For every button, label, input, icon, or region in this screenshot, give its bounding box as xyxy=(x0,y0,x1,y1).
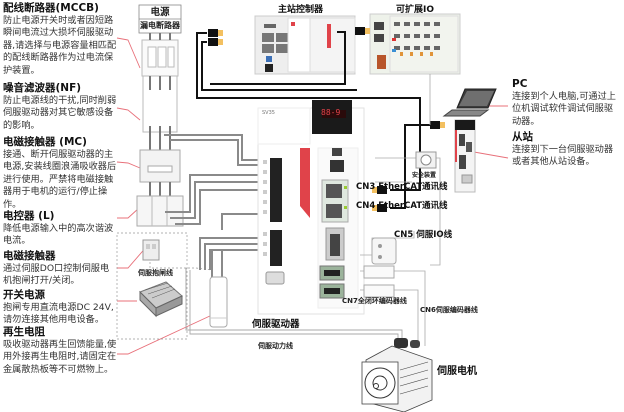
master-controller-device xyxy=(254,15,356,75)
cn6-cable-label: CN6伺服编码器线 xyxy=(420,306,478,314)
note-title: 从站 xyxy=(512,131,533,143)
expandable-io-label: 可扩展IO xyxy=(396,5,434,15)
note-desc: 防止电源开关时或者因短路瞬间电流过大损坏伺服驱动器,请选择与电源容量相匹配的配线… xyxy=(3,15,117,76)
cn5-connector xyxy=(371,237,397,265)
leader-lines xyxy=(116,37,509,355)
cn5-cable-label: CN5 伺服IO线 xyxy=(394,230,453,240)
cable-connectors xyxy=(208,27,445,212)
ethercat-cables xyxy=(196,31,432,209)
master-controller-label: 主站控制器 xyxy=(278,5,324,15)
switching-power-supply xyxy=(139,281,183,318)
cn3-cable-label: CN3 EtherCAT通讯线 xyxy=(356,182,448,192)
power-label: 电源 xyxy=(150,7,170,18)
note-title: 噪音滤波器(NF) xyxy=(3,82,82,94)
note-contactor-mc: 电磁接触器 (MC) 接通、断开伺服驱动器的主电源,安装线圈浪涌吸收器后进行使用… xyxy=(3,136,117,211)
note-pc: PC 连接到个人电脑,可通过上位机调试软件调试伺服驱动器。 xyxy=(512,78,622,128)
note-title: 电磁接触器 xyxy=(3,250,56,262)
cn4-cable-label: CN4 EtherCAT通讯线 xyxy=(356,201,448,211)
servo-motor-device xyxy=(361,338,433,412)
note-desc: 连接到下一台伺服驱动器或者其他从站设备。 xyxy=(512,144,614,168)
note-switching-power: 开关电源 抱闸专用直流电源DC 24V,请勿连接其他用电设备。 xyxy=(3,289,117,327)
note-brake-contactor: 电磁接触器 通过伺服DO口控制伺服电机抱闸打开/关闭。 xyxy=(3,250,117,288)
note-title: 配线断路器(MCCB) xyxy=(3,2,99,14)
note-title: 开关电源 xyxy=(3,289,45,301)
note-slave: 从站 连接到下一台伺服驱动器或者其他从站设备。 xyxy=(512,131,622,169)
servo-driver-body xyxy=(257,100,365,315)
note-title: 电磁接触器 (MC) xyxy=(3,136,87,148)
note-desc: 抱闸专用直流电源DC 24V,请勿连接其他用电设备。 xyxy=(3,302,114,326)
note-desc: 连接到个人电脑,可通过上位机调试软件调试伺服驱动器。 xyxy=(512,91,616,127)
brake-cable-label: 伺服抱闸线 xyxy=(138,269,173,277)
servo-driver-label: 伺服驱动器 xyxy=(252,319,300,330)
note-desc: 吸收驱动器再生回馈能量,使用外接再生电阻时,请固定在金属散热板等不可燃物上。 xyxy=(3,339,117,375)
servo-motor-label: 伺服电机 xyxy=(437,366,477,377)
note-mccb: 配线断路器(MCCB) 防止电源开关时或者因短路瞬间电流过大损坏伺服驱动器,请选… xyxy=(3,2,117,77)
contactor-mc xyxy=(139,149,181,196)
encoder-connectors xyxy=(363,265,395,298)
note-desc: 接通、断开伺服驱动器的主电源,安装线圈浪涌吸收器后进行使用。严禁将电磁接触器用于… xyxy=(3,149,117,210)
note-title: 再生电阻 xyxy=(3,326,45,338)
note-title: PC xyxy=(512,78,528,90)
leakage-breaker-label: 漏电断路器 xyxy=(140,21,180,30)
regen-resistor xyxy=(209,276,228,328)
brake-relay xyxy=(142,239,160,261)
breaker-mccb xyxy=(138,4,182,77)
expandable-io-device xyxy=(369,13,461,75)
safety-device xyxy=(415,151,437,169)
safety-device-label: 安全装置 xyxy=(412,172,437,179)
slave-driver xyxy=(454,119,476,193)
driver-display: 88-9 xyxy=(321,108,341,117)
note-reactor: 电控器 (L) 降低电源输入中的高次谐波电流。 xyxy=(3,210,117,248)
driver-model-label: SV35 xyxy=(262,110,275,116)
note-desc: 通过伺服DO口控制伺服电机抱闸打开/关闭。 xyxy=(3,263,110,287)
power-cable-label: 伺服动力线 xyxy=(258,342,293,350)
noise-filter xyxy=(142,75,178,150)
note-noise-filter: 噪音滤波器(NF) 防止电源线的干扰,同时削弱伺服驱动器对其它敏感设备的影响。 xyxy=(3,82,117,132)
laptop-pc xyxy=(442,88,497,117)
note-title: 电控器 (L) xyxy=(3,210,55,222)
cn7-cable-label: CN7全闭环编码器线 xyxy=(342,297,407,305)
note-desc: 降低电源输入中的高次谐波电流。 xyxy=(3,223,114,247)
note-regen-resistor: 再生电阻 吸收驱动器再生回馈能量,使用外接再生电阻时,请固定在金属散热板等不可燃… xyxy=(3,326,117,376)
note-desc: 防止电源线的干扰,同时削弱伺服驱动器对其它敏感设备的影响。 xyxy=(3,95,117,131)
